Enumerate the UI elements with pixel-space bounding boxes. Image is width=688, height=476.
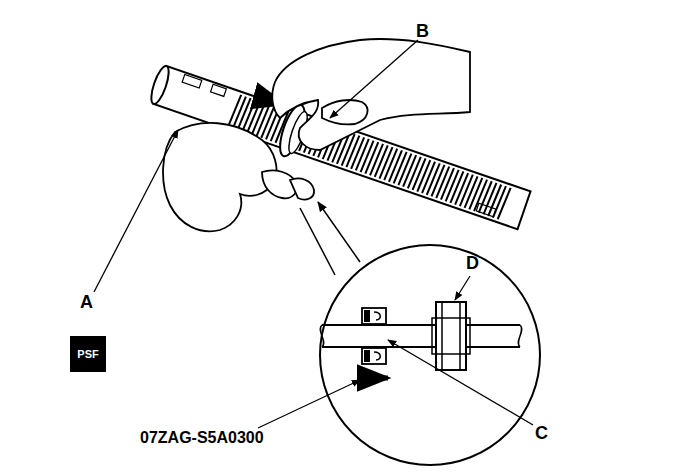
fluid-icon: PSF [70, 336, 106, 372]
fluid-label: PSF [77, 349, 98, 360]
callout-letter: C [535, 424, 548, 442]
leader-line [455, 276, 470, 300]
leader-line [388, 340, 533, 425]
leader-line [258, 380, 360, 428]
tool-number: 07ZAG-S5A0300 [140, 430, 264, 446]
callout-letter: D [466, 254, 479, 272]
callout-letter: A [80, 293, 93, 311]
leader-line [330, 40, 418, 118]
detail-leader [300, 208, 335, 275]
leader-line [94, 130, 178, 292]
detail-view [320, 245, 540, 465]
hands [163, 39, 470, 231]
callout-letter: B [416, 22, 429, 40]
